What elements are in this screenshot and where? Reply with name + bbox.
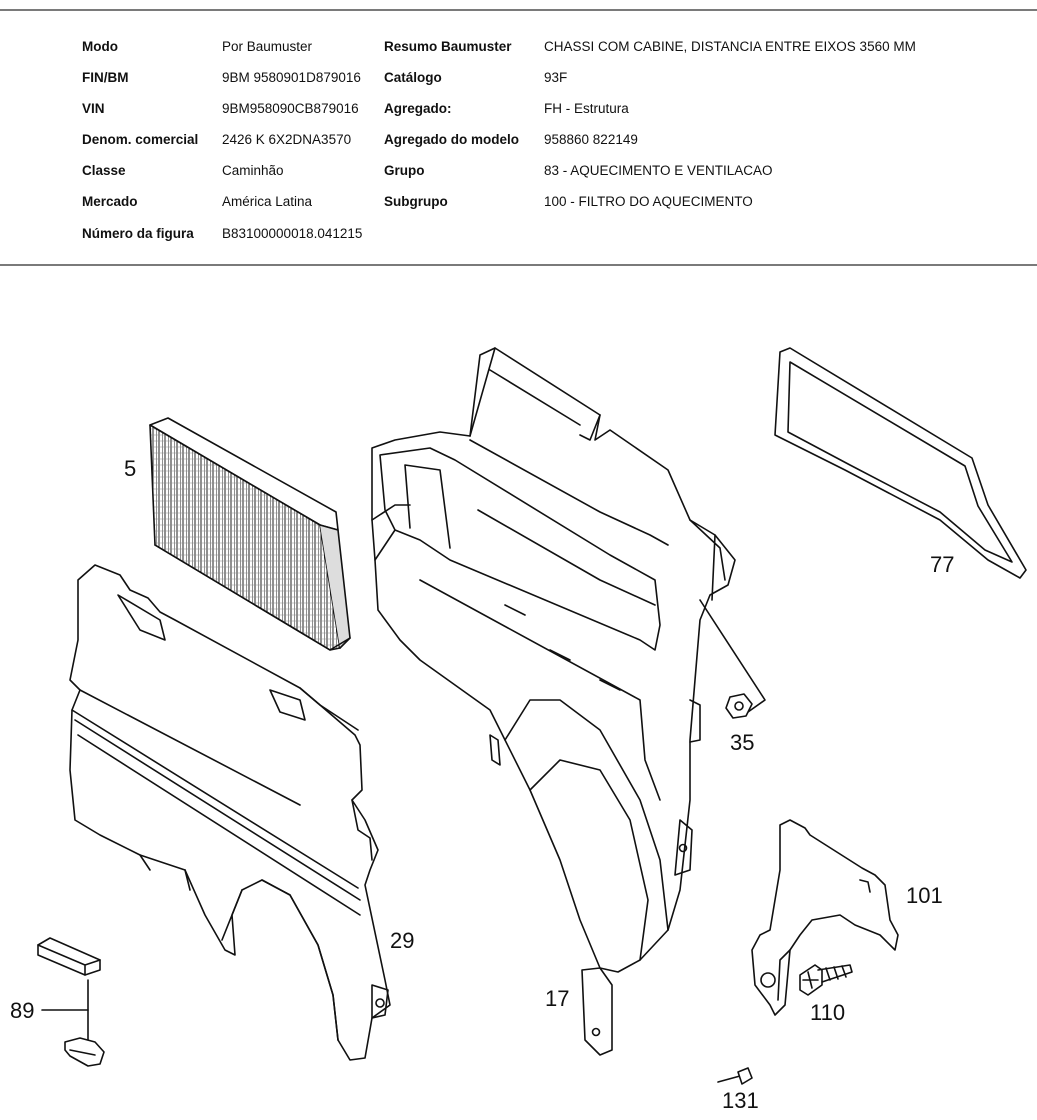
value-subgrupo: 100 - FILTRO DO AQUECIMENTO — [544, 194, 753, 209]
label-resumo-baumuster: Resumo Baumuster — [384, 39, 512, 54]
value-modo: Por Baumuster — [222, 39, 313, 54]
label-part-29: 29 — [390, 928, 414, 953]
label-vin: VIN — [82, 101, 105, 116]
filter-element-part — [149, 417, 351, 651]
value-grupo: 83 - AQUECIMENTO E VENTILACAO — [544, 163, 773, 178]
label-part-5: 5 — [124, 456, 136, 481]
nut-part — [699, 599, 766, 719]
exploded-parts-diagram: 5 29 17 35 77 89 101 110 131 — [0, 280, 1037, 1120]
label-classe: Classe — [82, 163, 126, 178]
label-part-77: 77 — [930, 552, 954, 577]
value-agregado: FH - Estrutura — [544, 101, 629, 116]
value-catalogo: 93F — [544, 70, 568, 85]
label-mercado: Mercado — [82, 194, 138, 209]
label-agregado-modelo: Agregado do modelo — [384, 132, 519, 147]
clip-part — [37, 937, 105, 1067]
screw-part — [799, 964, 853, 996]
label-part-110: 110 — [810, 1000, 845, 1025]
label-numero-figura: Número da figura — [82, 226, 194, 241]
value-agregado-modelo: 958860 822149 — [544, 132, 638, 147]
label-part-35: 35 — [730, 730, 754, 755]
housing-part — [371, 347, 736, 1056]
label-grupo: Grupo — [384, 163, 425, 178]
value-resumo-baumuster: CHASSI COM CABINE, DISTANCIA ENTRE EIXOS… — [544, 39, 916, 54]
label-subgrupo: Subgrupo — [384, 194, 448, 209]
label-denom-comercial: Denom. comercial — [82, 132, 199, 147]
label-part-89: 89 — [10, 998, 34, 1023]
bottom-divider — [0, 264, 1037, 266]
label-part-101: 101 — [906, 883, 943, 908]
value-denom-comercial: 2426 K 6X2DNA3570 — [222, 132, 352, 147]
label-part-131: 131 — [722, 1088, 759, 1113]
value-fin: 9BM 9580901D879016 — [222, 70, 361, 85]
rivet-part — [717, 1067, 753, 1085]
bracket-part — [751, 819, 899, 1016]
label-agregado: Agregado: — [384, 101, 452, 116]
label-modo: Modo — [82, 39, 118, 54]
lower-cover-part — [69, 564, 391, 1061]
gasket-frame-part — [774, 347, 1027, 579]
label-catalogo: Catálogo — [384, 70, 442, 85]
top-divider — [0, 9, 1037, 11]
diagram-svg: 5 29 17 35 77 89 101 110 131 — [10, 347, 1027, 1113]
value-vin: 9BM958090CB879016 — [222, 101, 359, 116]
value-numero-figura: B83100000018.041215 — [222, 226, 363, 241]
label-part-17: 17 — [545, 986, 569, 1011]
value-classe: Caminhão — [222, 163, 284, 178]
value-mercado: América Latina — [222, 194, 313, 209]
label-fin: FIN/BM — [82, 70, 129, 85]
